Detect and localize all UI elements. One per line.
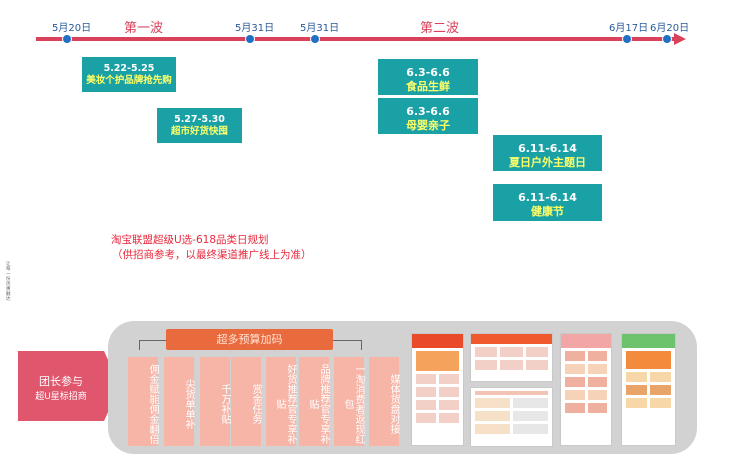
event-date: 6.11-6.14 xyxy=(518,191,577,204)
timeline-date: 5月31日 xyxy=(300,23,340,34)
event-name: 母婴亲子 xyxy=(406,119,450,132)
timeline-dot xyxy=(245,34,255,44)
page-mockup-image xyxy=(470,333,553,382)
event-name: 美妆个护品牌抢先购 xyxy=(86,75,172,86)
benefit-column: 赏金任务 xyxy=(231,357,261,446)
side-label: 让每一份优惠触达 xyxy=(6,262,11,302)
event-box: 5.22-5.25 美妆个护品牌抢先购 xyxy=(82,57,176,92)
page-mockup-image xyxy=(411,333,464,446)
plan-note: （供招商参考，以最终渠道推广线上为准） xyxy=(112,249,312,261)
page-mockup-image xyxy=(470,387,553,447)
benefit-column: 千万补贴 xyxy=(200,357,230,446)
event-box: 6.3-6.6 食品生鲜 xyxy=(378,59,478,95)
wave-label: 第二波 xyxy=(420,21,460,36)
benefit-column: 佣金赋能佣金翻倍 xyxy=(128,357,158,446)
event-box: 6.11-6.14 健康节 xyxy=(493,184,602,221)
timeline-date: 6月17日 xyxy=(609,23,649,34)
plan-title: 淘宝联盟超级U选-618品类日规划 xyxy=(111,234,269,246)
event-box: 6.11-6.14 夏日户外主题日 xyxy=(493,135,602,171)
timeline-axis xyxy=(36,37,676,41)
event-date: 6.11-6.14 xyxy=(518,142,577,155)
budget-label: 超多预算加码 xyxy=(166,329,333,350)
event-date: 5.27-5.30 xyxy=(174,114,225,125)
event-name: 食品生鲜 xyxy=(406,80,450,93)
left-tag-line2: 超U星标招商 xyxy=(35,392,87,402)
benefit-column: 好货推荐官专享补贴 xyxy=(266,357,296,446)
timeline-date: 6月20日 xyxy=(650,23,690,34)
event-date: 6.3-6.6 xyxy=(406,66,450,79)
timeline-date: 5月31日 xyxy=(235,23,275,34)
event-date: 6.3-6.6 xyxy=(406,105,450,118)
timeline-date: 5月20日 xyxy=(52,23,92,34)
wave-label: 第一波 xyxy=(124,21,164,36)
benefit-column: 品牌推荐官专享补贴 xyxy=(299,357,329,446)
event-box: 6.3-6.6 母婴亲子 xyxy=(378,98,478,134)
timeline-dot xyxy=(310,34,320,44)
page-mockup-image xyxy=(560,333,612,446)
event-name: 健康节 xyxy=(531,205,564,218)
benefit-column: 媒体货盘对接 xyxy=(369,357,399,446)
left-tag-line1: 团长参与 xyxy=(39,375,83,388)
timeline-dot xyxy=(662,34,672,44)
timeline-dot xyxy=(622,34,632,44)
timeline-dot xyxy=(62,34,72,44)
event-name: 夏日户外主题日 xyxy=(509,156,586,169)
benefit-column: 一淘消费者返现红包 xyxy=(334,357,364,446)
page-mockup-image xyxy=(621,333,676,446)
benefit-column: 尖货单单补 xyxy=(164,357,194,446)
left-tag: 团长参与 超U星标招商 xyxy=(18,351,120,421)
timeline-arrow-icon xyxy=(674,33,686,45)
event-name: 超市好货快囤 xyxy=(170,126,228,137)
event-date: 5.22-5.25 xyxy=(103,63,155,74)
event-box: 5.27-5.30 超市好货快囤 xyxy=(157,108,242,143)
